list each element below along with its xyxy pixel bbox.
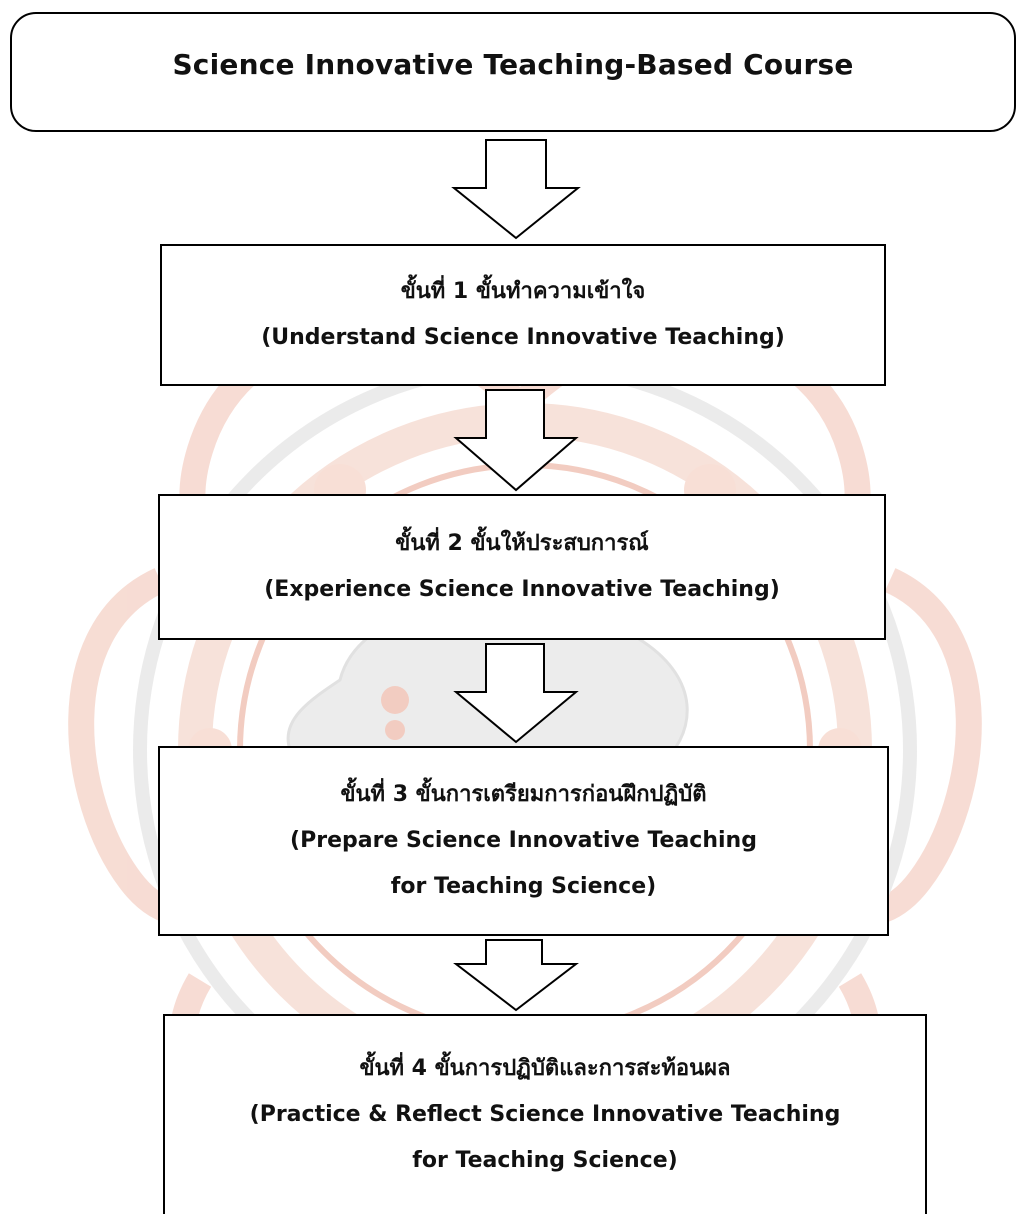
- step-1-box: ขั้นที่ 1 ขั้นทำความเข้าใจ (Understand S…: [160, 244, 886, 386]
- step-4-box: ขั้นที่ 4 ขั้นการปฏิบัติและการสะท้อนผล (…: [163, 1014, 927, 1214]
- course-title: Science Innovative Teaching-Based Course: [172, 48, 854, 81]
- step-3-english-label: (Prepare Science Innovative Teaching: [290, 828, 757, 853]
- step-3-box: ขั้นที่ 3 ขั้นการเตรียมการก่อนฝึกปฏิบัติ…: [158, 746, 889, 936]
- course-title-box: Science Innovative Teaching-Based Course: [10, 12, 1016, 132]
- arrow-step-1-to-step-2: [453, 389, 579, 492]
- step-2-english-label: (Experience Science Innovative Teaching): [264, 577, 780, 602]
- step-3-thai-label: ขั้นที่ 3 ขั้นการเตรียมการก่อนฝึกปฏิบัติ: [340, 782, 707, 807]
- arrow-title-to-step-1: [451, 139, 581, 240]
- step-4-thai-label: ขั้นที่ 4 ขั้นการปฏิบัติและการสะท้อนผล: [359, 1056, 731, 1081]
- arrow-step-2-to-step-3: [453, 643, 579, 744]
- step-1-english-label: (Understand Science Innovative Teaching): [261, 325, 785, 350]
- step-2-thai-label: ขั้นที่ 2 ขั้นให้ประสบการณ์: [395, 531, 649, 556]
- step-1-thai-label: ขั้นที่ 1 ขั้นทำความเข้าใจ: [400, 279, 646, 304]
- step-3-english-label-cont: for Teaching Science): [390, 874, 657, 899]
- step-4-english-label: (Practice & Reflect Science Innovative T…: [249, 1102, 841, 1127]
- step-4-english-label-cont: for Teaching Science): [412, 1148, 678, 1173]
- step-2-box: ขั้นที่ 2 ขั้นให้ประสบการณ์ (Experience …: [158, 494, 886, 640]
- arrow-step-3-to-step-4: [453, 939, 579, 1012]
